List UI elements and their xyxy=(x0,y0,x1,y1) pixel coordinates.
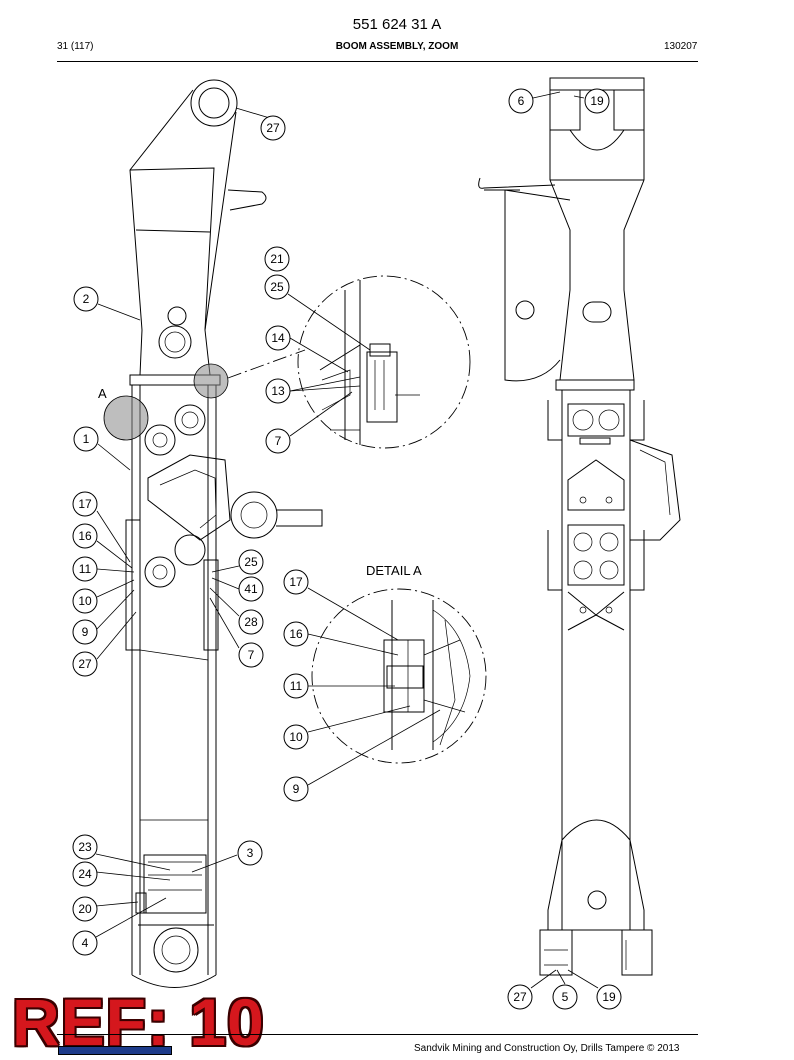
callout-right-27: 27 xyxy=(507,984,533,1010)
callout-left-3: 3 xyxy=(237,840,263,866)
svg-text:25: 25 xyxy=(244,555,258,569)
detail-a-label: DETAIL A xyxy=(366,563,422,578)
company-logo xyxy=(58,1046,172,1055)
svg-text:11: 11 xyxy=(79,562,92,576)
callout-left-28: 28 xyxy=(238,609,264,635)
boom-front-view xyxy=(478,77,681,976)
callout-left-24: 24 xyxy=(72,861,98,887)
callout-right-6: 6 xyxy=(508,88,534,114)
svg-text:4: 4 xyxy=(82,936,89,950)
callout-detail-9: 9 xyxy=(283,776,309,802)
page-reference: 31 (117) xyxy=(57,41,94,52)
callout-left-4: 4 xyxy=(72,930,98,956)
callout-left-9: 9 xyxy=(72,619,98,645)
svg-text:27: 27 xyxy=(266,121,280,135)
callout-left-27-bottom: 27 xyxy=(72,651,98,677)
view-label-a: A xyxy=(98,386,107,401)
leader-lines xyxy=(95,91,599,989)
svg-text:28: 28 xyxy=(244,615,258,629)
callout-left-11: 11 xyxy=(72,556,98,582)
callout-section-25: 25 xyxy=(264,274,290,300)
svg-text:10: 10 xyxy=(289,730,303,744)
svg-text:7: 7 xyxy=(275,434,282,448)
svg-text:13: 13 xyxy=(271,384,285,398)
svg-text:6: 6 xyxy=(518,94,525,108)
drawing-title: BOOM ASSEMBLY, ZOOM xyxy=(335,41,459,52)
callout-right-5: 5 xyxy=(552,984,578,1010)
svg-text:11: 11 xyxy=(290,679,303,693)
callout-left-23: 23 xyxy=(72,834,98,860)
callout-left-2: 2 xyxy=(73,286,99,312)
svg-text:23: 23 xyxy=(78,840,92,854)
document-number: 551 624 31 A xyxy=(352,16,442,33)
callout-section-13: 13 xyxy=(265,378,291,404)
header-rule xyxy=(57,61,698,62)
svg-text:19: 19 xyxy=(602,990,616,1004)
svg-text:9: 9 xyxy=(293,782,300,796)
callout-right-19-bottom: 19 xyxy=(596,984,622,1010)
svg-text:16: 16 xyxy=(78,529,92,543)
svg-text:7: 7 xyxy=(248,648,255,662)
footer-rule xyxy=(57,1034,698,1035)
callout-left-17: 17 xyxy=(72,491,98,517)
callout-detail-11: 11 xyxy=(283,673,309,699)
callout-section-21: 21 xyxy=(264,246,290,272)
svg-text:21: 21 xyxy=(270,252,284,266)
svg-text:14: 14 xyxy=(271,331,285,345)
callout-section-14: 14 xyxy=(265,325,291,351)
svg-text:1: 1 xyxy=(83,432,90,446)
date-code: 130207 xyxy=(664,41,698,52)
callout-left-10: 10 xyxy=(72,588,98,614)
callout-section-7: 7 xyxy=(265,428,291,454)
footer-copyright: Sandvik Mining and Construction Oy, Dril… xyxy=(414,1043,680,1054)
callout-left-16: 16 xyxy=(72,523,98,549)
boom-side-view xyxy=(103,79,323,988)
svg-text:17: 17 xyxy=(78,497,92,511)
svg-text:3: 3 xyxy=(247,846,254,860)
svg-text:16: 16 xyxy=(289,627,303,641)
svg-text:2: 2 xyxy=(83,292,90,306)
svg-text:5: 5 xyxy=(562,990,569,1004)
callout-right-19-top: 19 xyxy=(584,88,610,114)
callout-left-20: 20 xyxy=(72,896,98,922)
svg-text:41: 41 xyxy=(244,582,258,596)
svg-text:27: 27 xyxy=(513,990,527,1004)
callout-left-27-top: 27 xyxy=(260,115,286,141)
callout-detail-10: 10 xyxy=(283,724,309,750)
svg-text:17: 17 xyxy=(289,575,303,589)
callout-left-1: 1 xyxy=(73,426,99,452)
svg-text:24: 24 xyxy=(78,867,92,881)
svg-text:9: 9 xyxy=(82,625,89,639)
detail-a-view xyxy=(311,588,487,764)
section-detail-upper xyxy=(227,275,471,449)
svg-text:20: 20 xyxy=(78,902,92,916)
callout-left-25: 25 xyxy=(238,549,264,575)
callout-detail-16: 16 xyxy=(283,621,309,647)
callout-left-7: 7 xyxy=(238,642,264,668)
svg-text:25: 25 xyxy=(270,280,284,294)
svg-text:27: 27 xyxy=(78,657,92,671)
callout-detail-17: 17 xyxy=(283,569,309,595)
svg-text:19: 19 xyxy=(590,94,604,108)
callout-left-41: 41 xyxy=(238,576,264,602)
svg-text:10: 10 xyxy=(78,594,92,608)
